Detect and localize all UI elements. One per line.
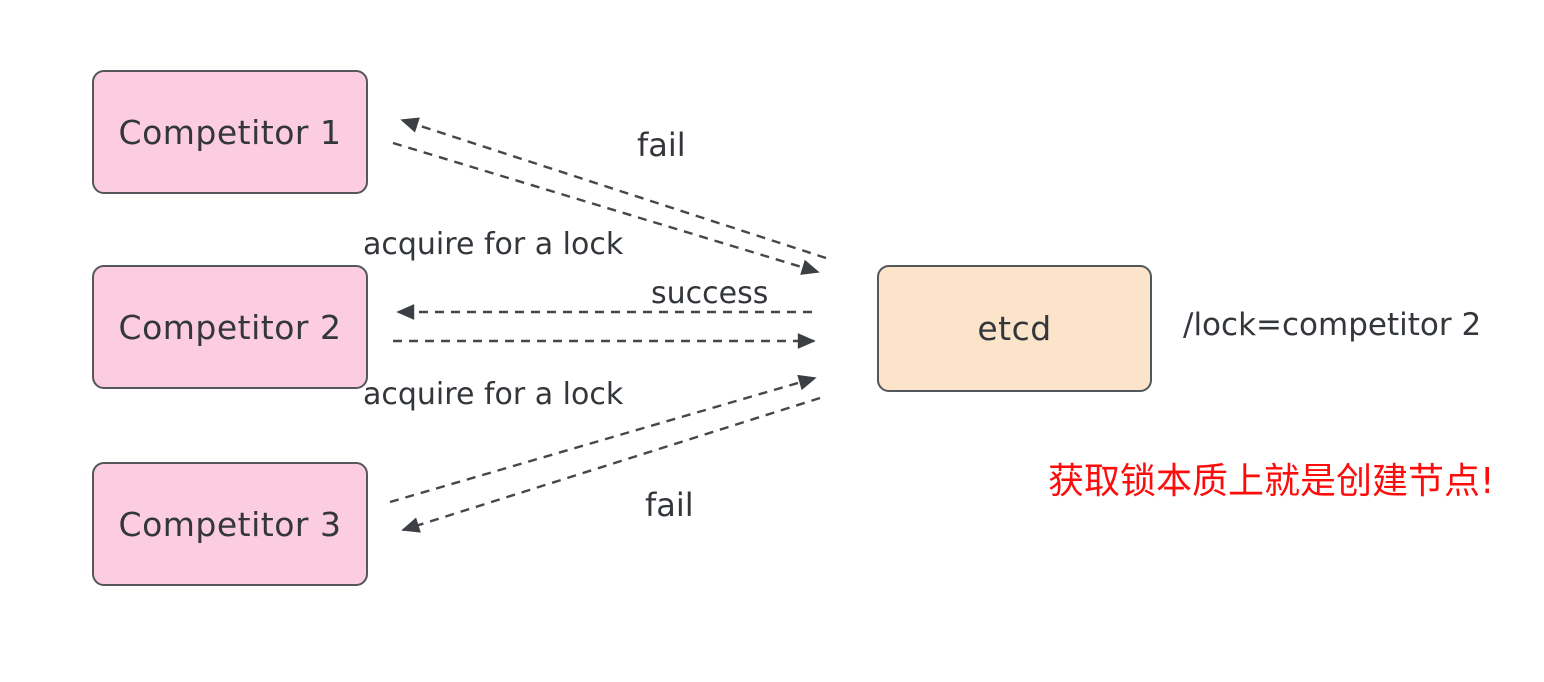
node-competitor-3-label: Competitor 3 [118,504,342,544]
node-competitor-1: Competitor 1 [92,70,368,194]
annotation-red-note: 获取锁本质上就是创建节点! [1048,461,1495,502]
node-etcd: etcd [877,265,1152,392]
edge-label-fail-top: fail [637,126,686,164]
edge-label-fail-bottom: fail [645,486,694,524]
edge-label-success: success [651,276,769,311]
edge-label-acquire-1: acquire for a lock [363,227,624,262]
node-competitor-1-label: Competitor 1 [118,112,342,152]
edge-etcd-to-competitor3-fail [401,396,821,533]
node-competitor-3: Competitor 3 [92,462,368,586]
node-competitor-2-label: Competitor 2 [118,307,342,347]
node-etcd-label: etcd [977,309,1052,348]
node-competitor-2: Competitor 2 [92,265,368,389]
annotation-lock-key: /lock=competitor 2 [1183,307,1482,343]
edge-label-acquire-2: acquire for a lock [363,377,624,412]
